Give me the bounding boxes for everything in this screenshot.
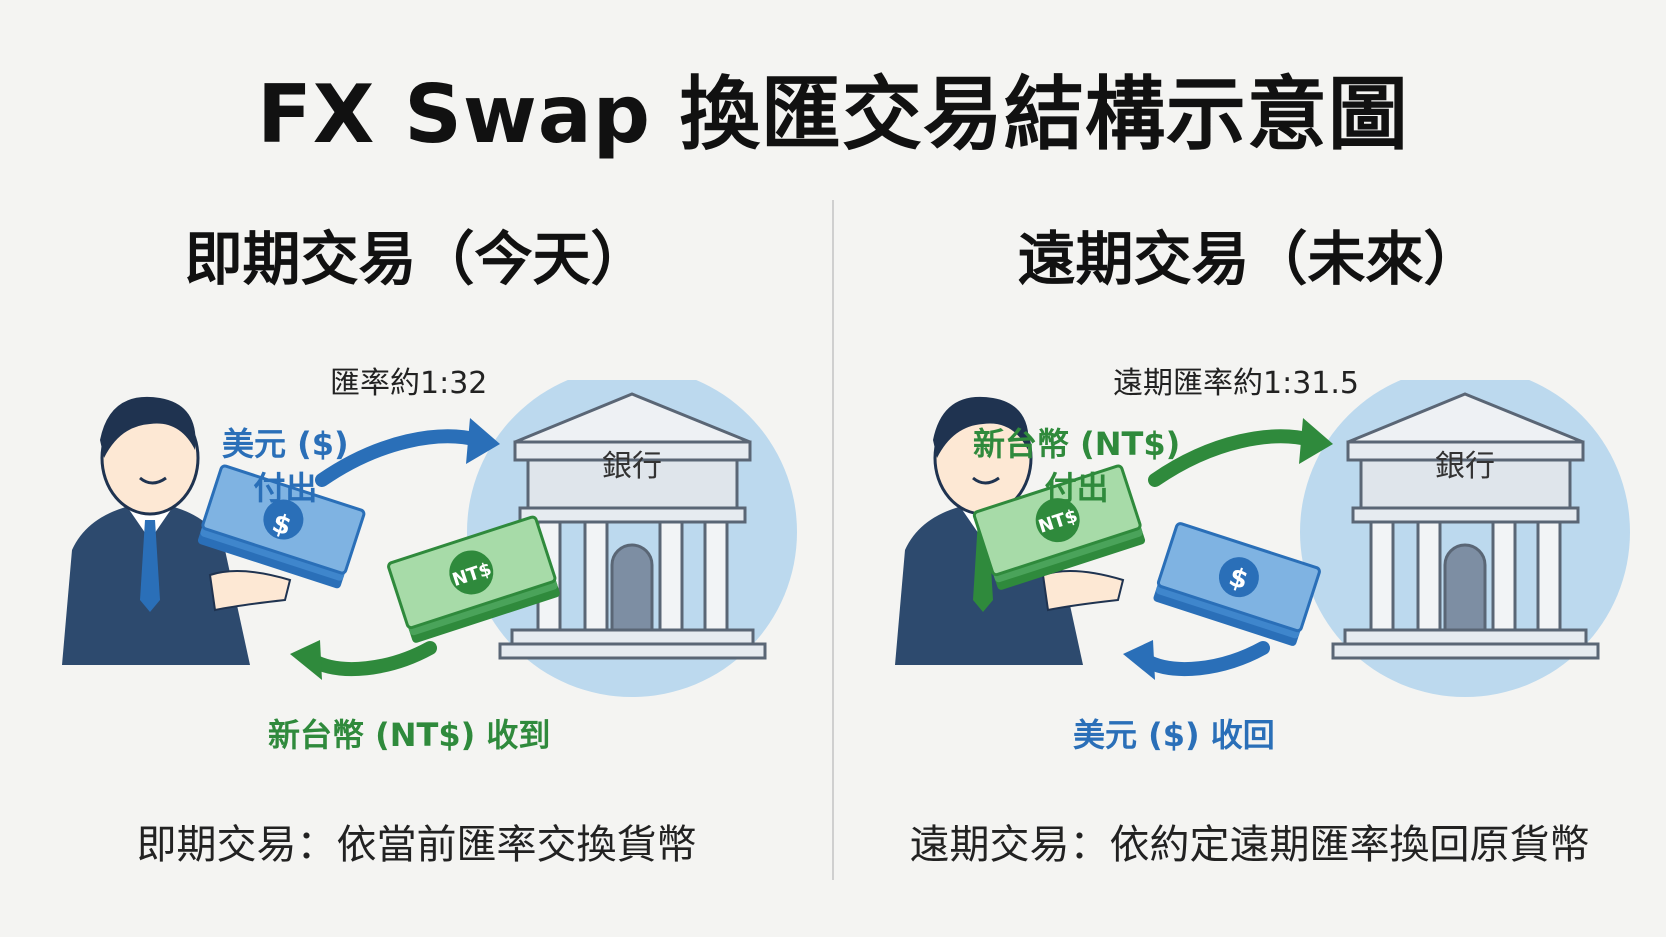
spot-rate: 匯率約1:32 (330, 366, 488, 401)
spot-receive-label: 新台幣 (NT$) 收到 (268, 716, 551, 754)
ntd-bills-icon (387, 515, 560, 643)
usd-bills-icon (197, 464, 366, 589)
spot-summary: 即期交易：依當前匯率交換貨幣 (136, 822, 697, 868)
spot-pay-currency: 美元 ($) (222, 425, 349, 463)
forward-heading: 遠期交易（未來） (1017, 225, 1482, 293)
forward-pay-currency: 新台幣 (NT$) (973, 425, 1181, 463)
usd-bills-icon (1153, 522, 1321, 646)
ntd-bills-icon (972, 464, 1146, 590)
forward-rate: 遠期匯率約1:31.5 (1113, 366, 1359, 401)
bank-building-icon (1331, 392, 1600, 660)
spot-pay-label: 美元 ($) 付出 (222, 422, 349, 510)
forward-scene: NT$ $ 銀行 (895, 380, 1630, 697)
receive-arrow (305, 641, 437, 676)
spot-scene: $ NT$ 銀行 (62, 380, 797, 697)
pay-arrow-head (1299, 418, 1333, 464)
spot-panel: 即期交易（今天） 匯率約1:32 (62, 225, 797, 868)
receive-arrow (1138, 641, 1270, 676)
forward-summary: 遠期交易：依約定遠期匯率換回原貨幣 (909, 822, 1590, 868)
receive-arrow-head (290, 640, 322, 680)
pay-arrow-head (466, 418, 500, 464)
pay-arrow (315, 429, 485, 487)
diagram-title: FX Swap 換匯交易結構示意圖 (257, 68, 1409, 161)
bank-label: 銀行 (1435, 449, 1495, 484)
bank-building-icon (498, 392, 767, 660)
spot-heading: 即期交易（今天） (184, 225, 649, 293)
forward-receive-label: 美元 ($) 收回 (1073, 716, 1275, 754)
forward-pay-label: 新台幣 (NT$) 付出 (973, 422, 1180, 510)
pay-arrow (1148, 429, 1318, 487)
bank-label: 銀行 (602, 449, 662, 484)
forward-pay-action: 付出 (1044, 469, 1109, 507)
forward-panel: 遠期交易（未來） 遠期匯率約1:31.5 (833, 0, 1666, 937)
receive-arrow-head (1123, 640, 1155, 680)
spot-pay-action: 付出 (253, 469, 318, 507)
panel-divider (832, 200, 834, 880)
